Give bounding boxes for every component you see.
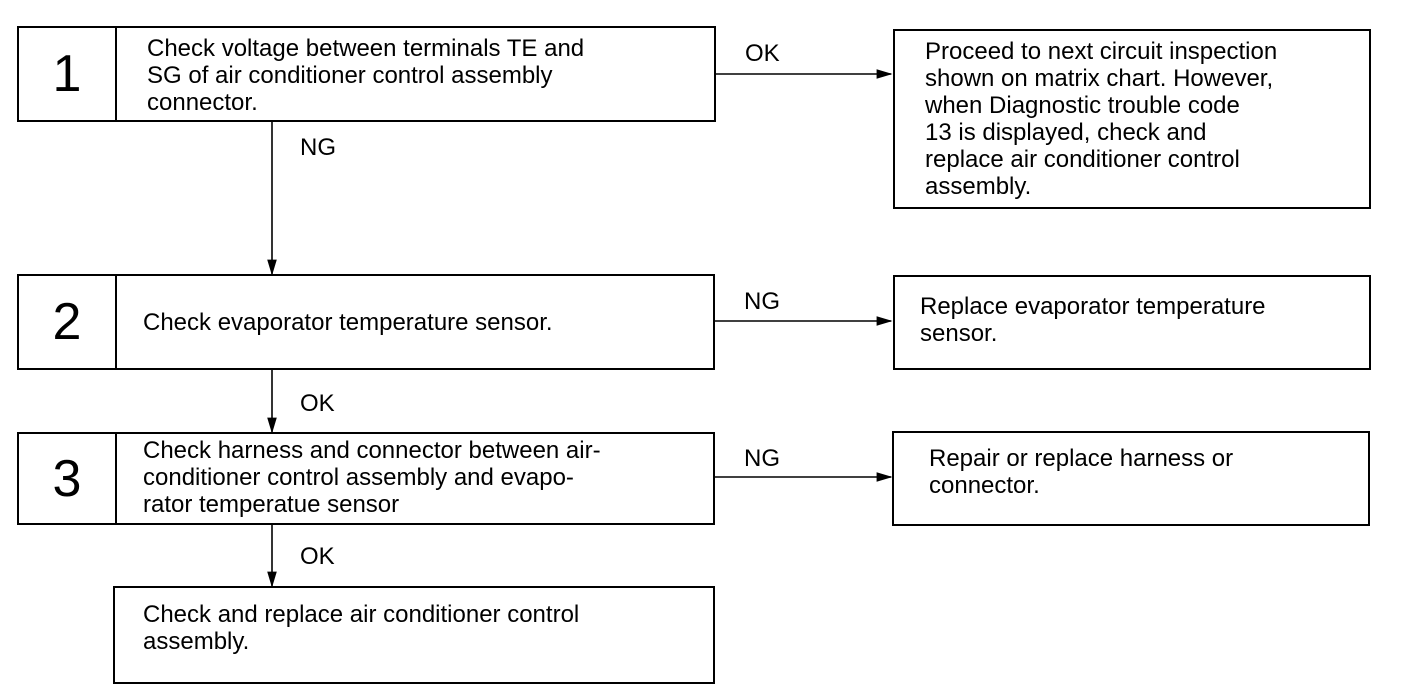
result-1-text: Proceed to next circuit inspection shown… (925, 38, 1278, 200)
step-2-box: 2 Check evaporator temperature sensor. (17, 274, 715, 370)
step-1-text: Check voltage between terminals TE and S… (147, 35, 585, 116)
step-3-text: Check harness and connector between air-… (143, 437, 601, 518)
result-1-box: Proceed to next circuit inspection shown… (893, 29, 1371, 209)
step-1-box: 1 Check voltage between terminals TE and… (17, 26, 716, 122)
label-step3-ng: NG (744, 445, 780, 472)
step-3-box: 3 Check harness and connector between ai… (17, 432, 715, 525)
final-step-text: Check and replace air conditioner contro… (143, 601, 580, 655)
result-3-text: Repair or replace harness or connector. (929, 445, 1234, 499)
label-step1-ng: NG (300, 134, 336, 161)
final-step-box: Check and replace air conditioner contro… (113, 586, 715, 684)
label-step2-ng: NG (744, 288, 780, 315)
result-3-box: Repair or replace harness or connector. (892, 431, 1370, 526)
result-2-box: Replace evaporator temperature sensor. (893, 275, 1371, 370)
label-step3-ok: OK (300, 543, 335, 570)
label-step2-ok: OK (300, 390, 335, 417)
step-3-number: 3 (19, 434, 117, 523)
step-2-number: 2 (19, 276, 117, 368)
label-step1-ok: OK (745, 40, 780, 67)
step-2-text: Check evaporator temperature sensor. (143, 309, 553, 336)
result-2-text: Replace evaporator temperature sensor. (920, 293, 1266, 347)
step-1-number: 1 (19, 28, 117, 120)
